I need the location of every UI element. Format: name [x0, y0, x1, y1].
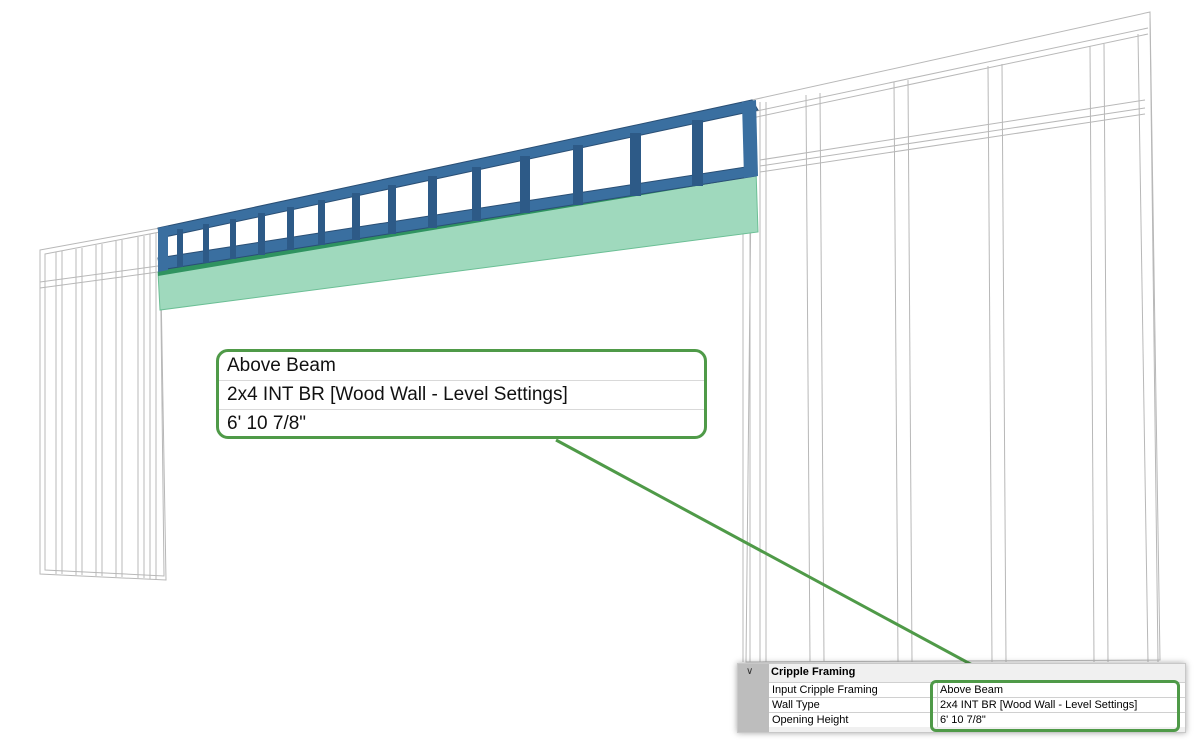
cripple-framing[interactable]: [157, 99, 759, 272]
right-wall-frame: [742, 11, 1161, 663]
property-label: Wall Type: [772, 699, 820, 711]
property-row-wall-type[interactable]: Wall Type 2x4 INT BR [Wood Wall - Level …: [769, 697, 1185, 712]
callout-row-input-cripple-framing: Above Beam: [227, 355, 336, 376]
property-value-dropdown[interactable]: 2x4 INT BR [Wood Wall - Level Settings]: [937, 698, 1180, 712]
property-value-dropdown[interactable]: Above Beam: [937, 683, 1180, 697]
group-header-cripple-framing[interactable]: Cripple Framing: [771, 666, 856, 678]
zoomed-callout: Above Beam 2x4 INT BR [Wood Wall - Level…: [216, 349, 707, 439]
property-label: Input Cripple Framing: [772, 684, 878, 696]
value-highlight-box: [930, 680, 1180, 732]
property-row-opening-height[interactable]: Opening Height 6' 10 7/8": [769, 712, 1185, 727]
chevron-down-icon[interactable]: ∨: [746, 666, 754, 677]
callout-leader-line: [555, 438, 1001, 682]
property-value-field[interactable]: 6' 10 7/8": [937, 713, 1180, 727]
left-wall-frame: [39, 227, 167, 581]
property-label: Opening Height: [772, 714, 849, 726]
callout-row-opening-height: 6' 10 7/8": [219, 409, 704, 436]
properties-gutter: [738, 664, 769, 732]
callout-row-wall-type: 2x4 INT BR [Wood Wall - Level Settings]: [219, 380, 704, 409]
properties-panel: ∨ Cripple Framing Input Cripple Framing …: [737, 663, 1186, 733]
